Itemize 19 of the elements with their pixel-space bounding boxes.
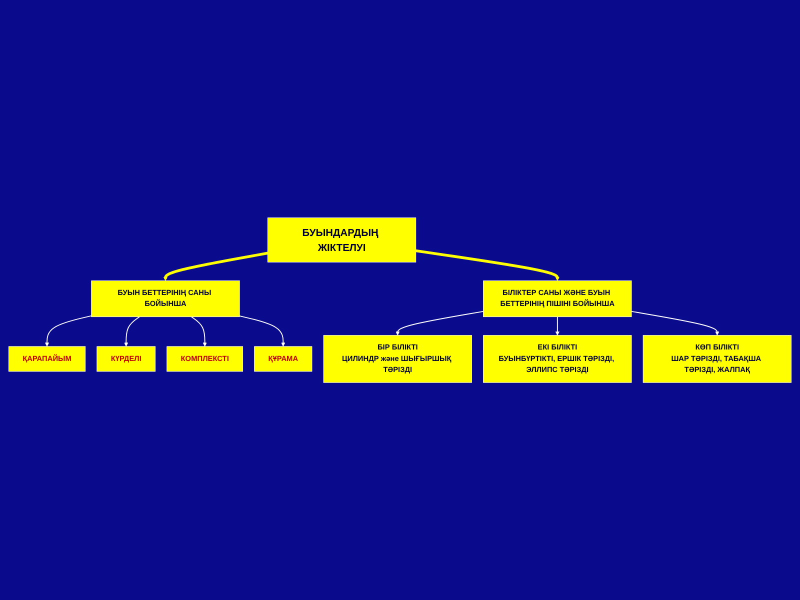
node-box xyxy=(166,346,244,372)
node-box xyxy=(267,217,416,262)
node-box xyxy=(642,334,792,383)
node-box xyxy=(254,346,312,372)
arrow xyxy=(45,315,92,346)
arrow xyxy=(396,310,484,336)
arrow xyxy=(163,252,268,281)
node-box xyxy=(323,334,472,383)
node-box xyxy=(483,334,632,383)
arrow xyxy=(631,310,720,336)
arrow xyxy=(416,249,560,281)
arrow xyxy=(191,316,207,346)
node-box xyxy=(91,280,240,317)
node-box xyxy=(8,346,86,372)
arrow xyxy=(555,316,560,336)
arrow xyxy=(239,315,286,346)
node-box xyxy=(483,280,632,317)
node-box xyxy=(96,346,156,372)
arrow xyxy=(124,316,140,346)
